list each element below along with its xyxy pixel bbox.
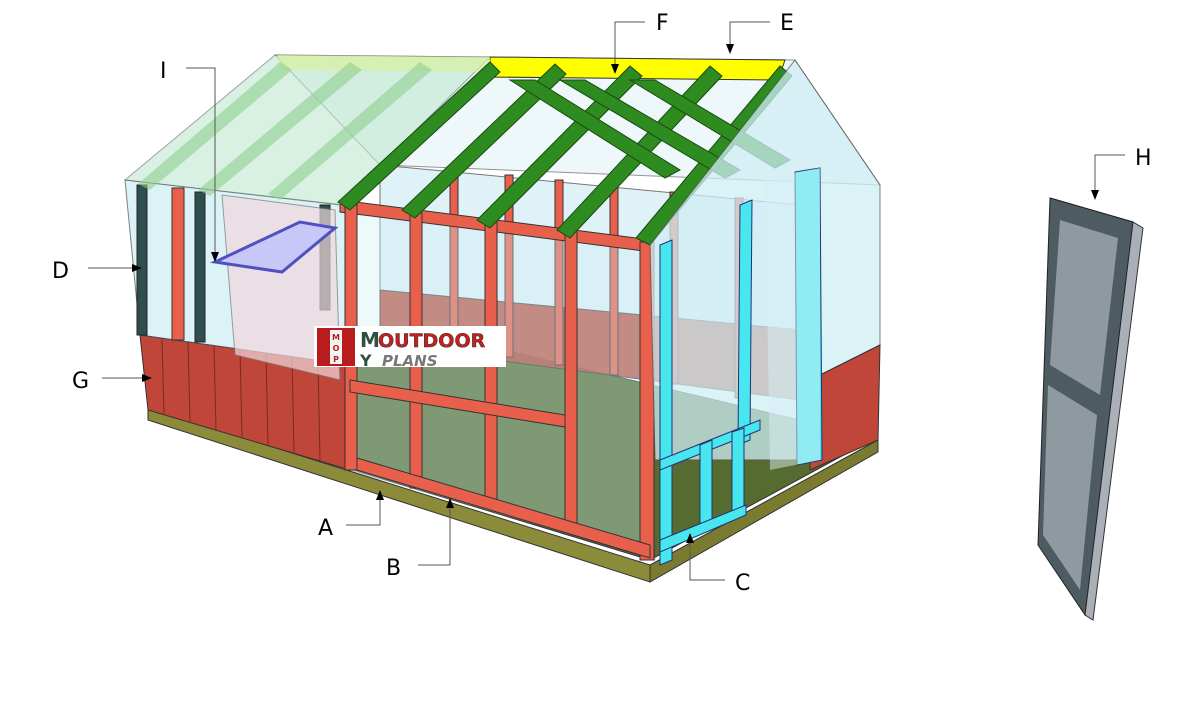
- logo-initial-m: M: [360, 328, 380, 352]
- label-f: F: [656, 11, 669, 36]
- label-b: B: [386, 556, 401, 581]
- label-g: G: [72, 369, 89, 394]
- label-c: C: [735, 571, 750, 596]
- logo-badge-p: P: [333, 355, 339, 364]
- front-wall-stud: [171, 187, 185, 341]
- ridge-light: [278, 55, 490, 72]
- window-sash[interactable]: [209, 220, 339, 274]
- door-panel: [1037, 197, 1144, 621]
- siding-boards: [161, 337, 321, 462]
- logo-badge-o: O: [333, 344, 340, 353]
- logo-line1: OUTDOOR: [378, 330, 486, 352]
- logo-badge-m: M: [332, 333, 340, 342]
- label-a: A: [318, 516, 333, 541]
- gable-end-door-opening: [765, 168, 820, 470]
- base-skids: [147, 407, 879, 583]
- arrowheads: [132, 44, 1099, 543]
- label-e: E: [780, 11, 794, 36]
- label-i: I: [160, 59, 167, 84]
- rafters: [337, 61, 793, 246]
- label-d: D: [52, 259, 69, 284]
- logo-line2: PLANS: [382, 352, 438, 370]
- logo-initial-y: Y: [359, 351, 372, 370]
- label-h: H: [1135, 146, 1152, 171]
- leader-lines: [88, 21, 1125, 581]
- logo: M O P M Y OUTDOOR PLANS: [314, 326, 506, 370]
